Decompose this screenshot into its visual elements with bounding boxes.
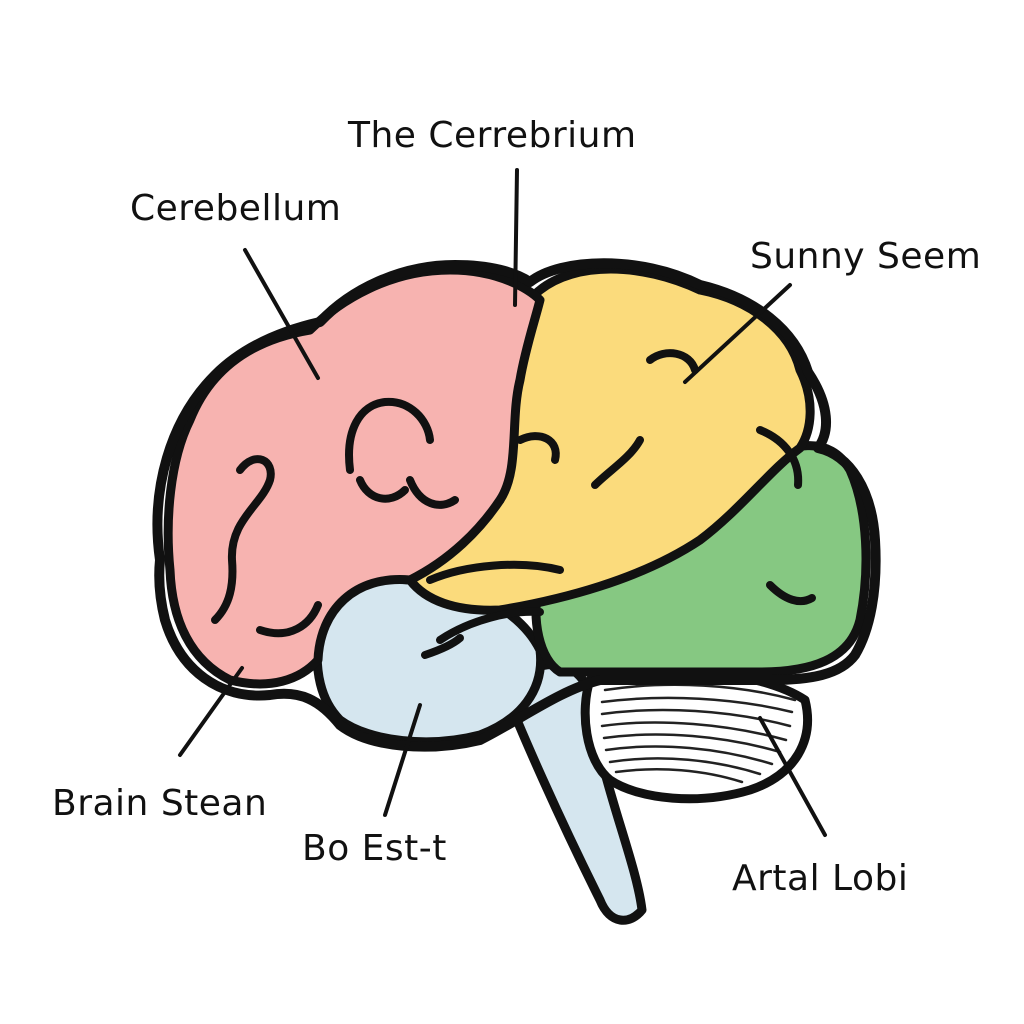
label-sunny-seem: Sunny Seem bbox=[750, 236, 981, 277]
label-bo-est: Bo Est-t bbox=[302, 828, 447, 869]
leader-cerebrum bbox=[513, 168, 519, 307]
label-cerebrum: The Cerrebrium bbox=[347, 115, 637, 156]
leader-lines bbox=[178, 168, 827, 837]
leader-bo-est bbox=[383, 703, 422, 817]
leader-cerebellum bbox=[243, 248, 320, 380]
label-artal-lobi: Artal Lobi bbox=[732, 858, 908, 899]
brain-folds bbox=[211, 349, 816, 659]
leader-brain-stean bbox=[178, 666, 244, 757]
leader-sunny-seem bbox=[683, 283, 792, 384]
label-brain-stean: Brain Stean bbox=[52, 783, 267, 824]
label-cerebellum: Cerebellum bbox=[130, 188, 341, 229]
brain-outline bbox=[152, 258, 881, 752]
cerebellum-stripes bbox=[600, 683, 797, 784]
leader-artal-lobi bbox=[758, 716, 827, 837]
